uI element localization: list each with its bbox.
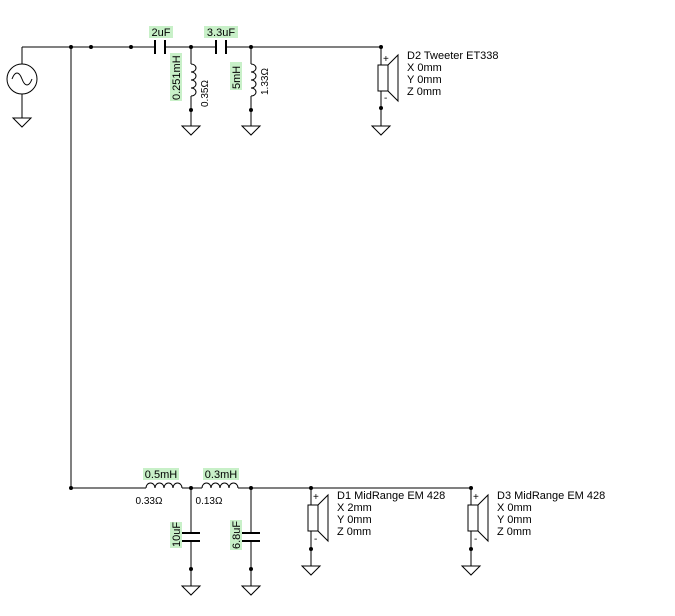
inductor-mid-l1-value: 0.5mH bbox=[145, 469, 177, 481]
svg-text:+: + bbox=[383, 54, 389, 65]
driver-d2-z: Z 0mm bbox=[407, 86, 441, 98]
main-wiring bbox=[22, 45, 471, 490]
ac-source-icon bbox=[11, 72, 33, 86]
speaker-icon bbox=[307, 504, 319, 532]
junction-node bbox=[69, 45, 73, 49]
junction-node bbox=[129, 45, 133, 49]
inductor-l2-resistance: 1.33Ω bbox=[260, 68, 271, 95]
inductor-l1[interactable]: 0.251mH 0.35Ω bbox=[170, 47, 211, 136]
junction-node bbox=[89, 45, 93, 49]
driver-d1-z: Z 0mm bbox=[337, 526, 371, 538]
label-badge bbox=[149, 26, 173, 38]
driver-d1-midrange[interactable]: + - D1 MidRange EM 428 X 2mm Y 0mm Z 0mm bbox=[301, 486, 445, 576]
driver-d3-y: Y 0mm bbox=[497, 514, 532, 526]
inductor-mid-l2[interactable]: 0.3mH 0.13Ω bbox=[196, 468, 239, 507]
inductor-l2-value: 5mH bbox=[231, 66, 243, 89]
capacitor-mid-c2[interactable]: 6.8uF bbox=[230, 488, 261, 596]
capacitor-c2[interactable]: 3.3uF bbox=[204, 26, 238, 54]
svg-text:+: + bbox=[313, 492, 319, 503]
driver-d2-y: Y 0mm bbox=[407, 74, 442, 86]
ac-source[interactable] bbox=[6, 47, 38, 128]
inductor-mid-l2-value: 0.3mH bbox=[205, 469, 237, 481]
capacitor-c1[interactable]: 2uF bbox=[149, 26, 173, 54]
label-badge bbox=[230, 62, 242, 90]
ground-icon bbox=[241, 117, 261, 136]
inductor-mid-l2-resistance: 0.13Ω bbox=[196, 496, 223, 507]
speaker-icon bbox=[377, 64, 389, 92]
inductor-mid-l1[interactable]: 0.5mH 0.33Ω bbox=[136, 468, 183, 507]
inductor-l1-resistance: 0.35Ω bbox=[200, 80, 211, 107]
svg-text:-: - bbox=[474, 534, 477, 545]
svg-text:+: + bbox=[473, 492, 479, 503]
ground-icon bbox=[371, 117, 391, 136]
driver-d2-name: D2 Tweeter ET338 bbox=[407, 50, 499, 62]
ground-icon bbox=[241, 577, 261, 596]
label-badge bbox=[143, 468, 179, 480]
capacitor-mid-c2-value: 6.8uF bbox=[231, 521, 243, 549]
driver-d3-midrange[interactable]: + - D3 MidRange EM 428 X 0mm Y 0mm Z 0mm bbox=[461, 486, 605, 576]
inductor-mid-l1-resistance: 0.33Ω bbox=[136, 496, 163, 507]
label-badge bbox=[170, 522, 182, 548]
svg-text:-: - bbox=[314, 534, 317, 545]
driver-d2-x: X 0mm bbox=[407, 62, 442, 74]
driver-d3-name: D3 MidRange EM 428 bbox=[497, 490, 605, 502]
driver-d1-x: X 2mm bbox=[337, 502, 372, 514]
label-badge bbox=[203, 468, 239, 480]
speaker-icon bbox=[467, 504, 479, 532]
svg-text:-: - bbox=[384, 93, 387, 104]
capacitor-mid-c1[interactable]: 10uF bbox=[170, 488, 201, 596]
ground-icon bbox=[461, 557, 481, 576]
ground-icon bbox=[181, 117, 201, 136]
ground-icon bbox=[12, 109, 32, 128]
inductor-l1-value: 0.251mH bbox=[171, 55, 183, 100]
ground-icon bbox=[301, 557, 321, 576]
driver-d1-name: D1 MidRange EM 428 bbox=[337, 490, 445, 502]
driver-d1-y: Y 0mm bbox=[337, 514, 372, 526]
driver-d3-x: X 0mm bbox=[497, 502, 532, 514]
driver-d3-z: Z 0mm bbox=[497, 526, 531, 538]
driver-d2-tweeter[interactable]: + - D2 Tweeter ET338 X 0mm Y 0mm Z 0mm bbox=[371, 45, 499, 136]
label-badge bbox=[204, 26, 238, 38]
junction-node bbox=[69, 486, 73, 490]
ground-icon bbox=[181, 577, 201, 596]
label-badge bbox=[170, 53, 182, 101]
capacitor-mid-c1-value: 10uF bbox=[171, 522, 183, 547]
capacitor-c2-value: 3.3uF bbox=[207, 27, 235, 39]
capacitor-c1-value: 2uF bbox=[152, 27, 171, 39]
label-badge bbox=[230, 520, 242, 550]
inductor-l2[interactable]: 5mH 1.33Ω bbox=[230, 47, 271, 136]
